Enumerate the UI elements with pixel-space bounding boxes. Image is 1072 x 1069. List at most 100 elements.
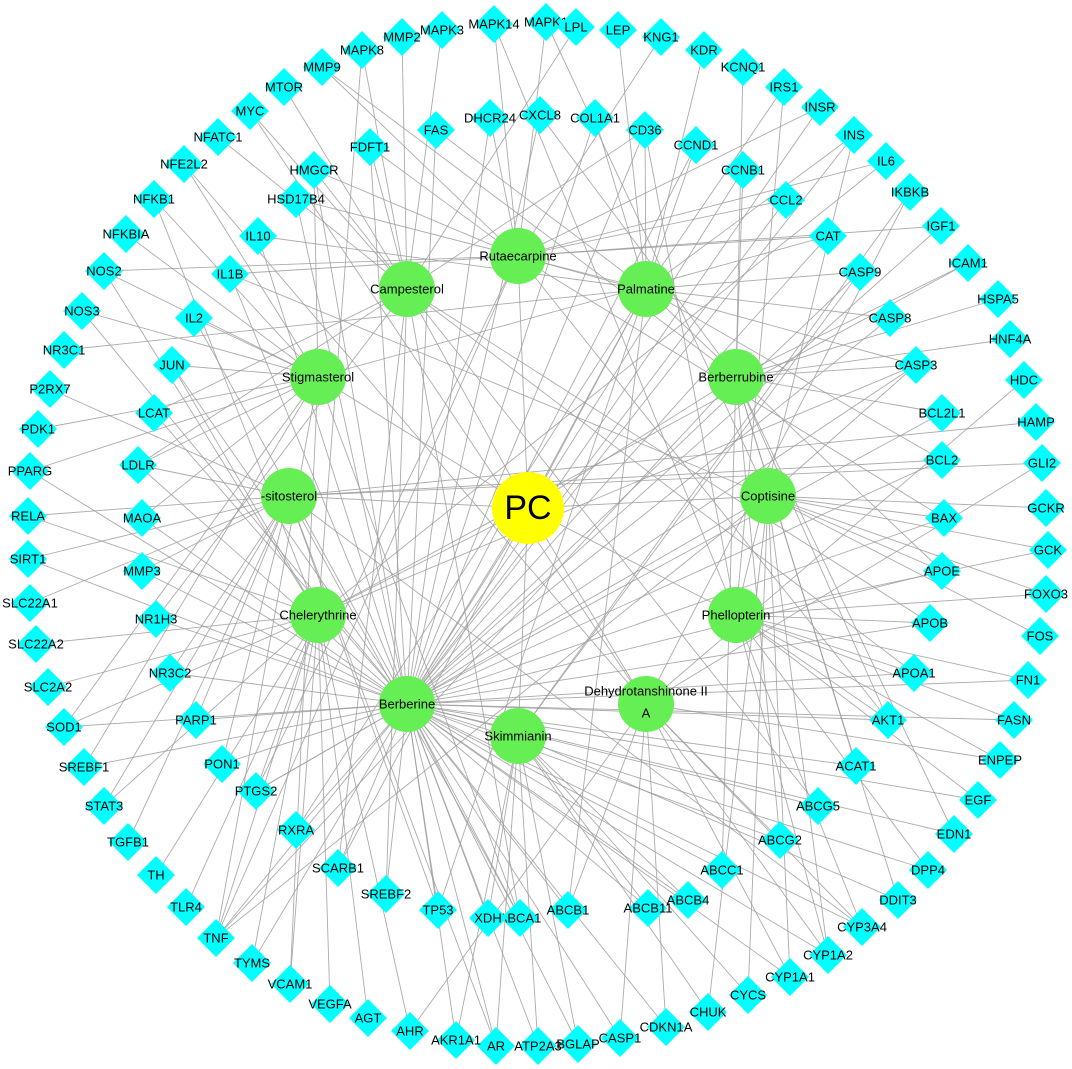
edge-phellopterin-apob bbox=[735, 614, 931, 624]
edge-palmatine-lep bbox=[617, 29, 647, 290]
edge-sitosterol-slc22a1 bbox=[29, 495, 290, 604]
target-node-nfkb1: NFKB1 bbox=[133, 180, 175, 218]
edge-coptisine-cyp1a1 bbox=[767, 495, 791, 978]
diamond-shape bbox=[685, 31, 723, 69]
edge-skimmianin-ar bbox=[495, 735, 519, 1047]
target-node-scarb1: SCARB1 bbox=[312, 849, 364, 887]
target-node-tp53: TP53 bbox=[419, 891, 457, 929]
target-label: MMP2 bbox=[383, 30, 421, 45]
target-label: TGFB1 bbox=[107, 835, 149, 850]
target-label: JUN bbox=[159, 358, 184, 373]
target-node-vegfa: VEGFA bbox=[308, 985, 352, 1023]
diamond-shape bbox=[177, 701, 215, 739]
edge-skimmianin-abcb4 bbox=[517, 735, 689, 901]
edge-coptisine-casp3 bbox=[767, 364, 917, 497]
diamond-shape bbox=[689, 993, 727, 1031]
target-node-casp3: CASP3 bbox=[895, 346, 937, 384]
edge-phellopterin-akt1 bbox=[735, 614, 889, 721]
edge-dehydrotanshinone-cyp1a2 bbox=[645, 703, 829, 956]
target-node-akt1: AKT1 bbox=[869, 701, 907, 739]
target-label: SREBF1 bbox=[59, 760, 110, 775]
edge-palmatine-scarb1 bbox=[337, 288, 647, 869]
compound-node-campesterol: Campesterol bbox=[370, 261, 444, 317]
diamond-shape bbox=[17, 625, 55, 663]
edge-campesterol-srebf2 bbox=[385, 288, 408, 895]
diamond-shape bbox=[559, 1025, 597, 1063]
target-node-xdh: XDH bbox=[469, 899, 507, 937]
target-node-cyp3a4: CYP3A4 bbox=[837, 908, 887, 946]
target-label: INS bbox=[843, 128, 865, 143]
target-label: RELA bbox=[11, 509, 45, 524]
compounds-layer: RutaecarpinePalmatineCampesterolStigmast… bbox=[261, 228, 796, 764]
edge-chelerythrine-slc2a2 bbox=[47, 614, 319, 688]
target-node-parp1: PARP1 bbox=[175, 701, 217, 739]
target-node-abcb1: ABCB1 bbox=[547, 891, 589, 929]
edge-dehydrotanshinone-myc bbox=[249, 110, 647, 705]
target-node-ccl2: CCL2 bbox=[767, 181, 805, 219]
diamond-shape bbox=[167, 888, 205, 926]
diamond-shape bbox=[351, 128, 389, 166]
edge-coptisine-chuk bbox=[707, 495, 769, 1013]
target-node-slc22a2: SLC22A2 bbox=[8, 625, 64, 663]
edge-center-stigmasterol bbox=[317, 376, 529, 509]
edge-rutaecarpine-fdft1 bbox=[369, 146, 519, 257]
target-label: DHCR24 bbox=[464, 111, 516, 126]
target-node-foxo3: FOXO3 bbox=[1024, 575, 1068, 613]
center-node-pc bbox=[492, 472, 564, 544]
edge-berberine-ccnb1 bbox=[406, 169, 744, 705]
target-node-nr3c1: NR3C1 bbox=[43, 331, 85, 369]
target-node-il2: IL2 bbox=[175, 299, 213, 337]
diamond-shape bbox=[1029, 531, 1067, 569]
edge-coptisine-apoe bbox=[767, 495, 943, 572]
target-node-akr1a1: AKR1A1 bbox=[431, 1021, 481, 1059]
target-label: HNF4A bbox=[989, 332, 1032, 347]
target-node-kdr: KDR bbox=[685, 31, 723, 69]
diamond-shape bbox=[979, 280, 1017, 318]
target-node-agt: AGT bbox=[349, 999, 387, 1037]
edge-campesterol-cd36 bbox=[406, 129, 646, 290]
target-node-hdc: HDC bbox=[1005, 361, 1043, 399]
target-label: AKT1 bbox=[872, 713, 905, 728]
diamond-shape bbox=[991, 320, 1029, 358]
compound-node-sitosterol: -sitosterol bbox=[261, 468, 317, 524]
target-node-slc22a1: SLC22A1 bbox=[2, 584, 58, 622]
edge-center-berberrubine bbox=[527, 376, 737, 509]
target-label: NFE2L2 bbox=[160, 157, 208, 172]
compound-node-chelerythrine: Chelerythrine bbox=[279, 587, 357, 643]
target-node-tlr4: TLR4 bbox=[167, 888, 205, 926]
target-label: RXRA bbox=[278, 823, 314, 838]
diamond-shape bbox=[549, 891, 587, 929]
edge-rutaecarpine-mapk14 bbox=[493, 23, 519, 257]
compound-node-stigmasterol: Stigmasterol bbox=[282, 349, 354, 405]
diamond-shape bbox=[809, 936, 847, 974]
diamond-shape bbox=[85, 787, 123, 825]
target-node-hsd17b4: HSD17B4 bbox=[267, 180, 325, 218]
diamond-shape bbox=[923, 394, 961, 432]
target-label: TP53 bbox=[422, 903, 453, 918]
edge-berberrubine-kcnq1 bbox=[735, 66, 744, 378]
edge-coptisine-il1b bbox=[229, 273, 769, 497]
edge-stigmasterol-tnf bbox=[215, 376, 319, 939]
diamond-shape bbox=[809, 217, 847, 255]
target-label: VEGFA bbox=[308, 997, 352, 1012]
edge-stigmasterol-vcam1 bbox=[289, 376, 319, 985]
edge-berberine-abcb1 bbox=[406, 703, 569, 911]
compound-node-skimmianin: Skimmianin bbox=[484, 708, 552, 764]
edge-berberine-fasn bbox=[406, 703, 1015, 721]
diamond-shape bbox=[959, 781, 997, 819]
compound-node-palmatine: Palmatine bbox=[617, 261, 675, 317]
target-label: LEP bbox=[606, 23, 631, 38]
target-label: DPP4 bbox=[911, 863, 945, 878]
diamond-shape bbox=[19, 410, 57, 448]
target-node-enpep: ENPEP bbox=[978, 741, 1022, 779]
target-label: VCAM1 bbox=[268, 977, 313, 992]
target-node-srebf2: SREBF2 bbox=[361, 875, 412, 913]
diamond-shape bbox=[949, 244, 987, 282]
edge-berberine-cdkn1a bbox=[406, 703, 667, 1028]
target-label: ABCG2 bbox=[758, 833, 802, 848]
target-label: SIRT1 bbox=[10, 552, 47, 567]
diamond-shape bbox=[343, 31, 381, 69]
target-label: SREBF2 bbox=[361, 887, 412, 902]
target-node-kng1: KNG1 bbox=[642, 18, 680, 56]
